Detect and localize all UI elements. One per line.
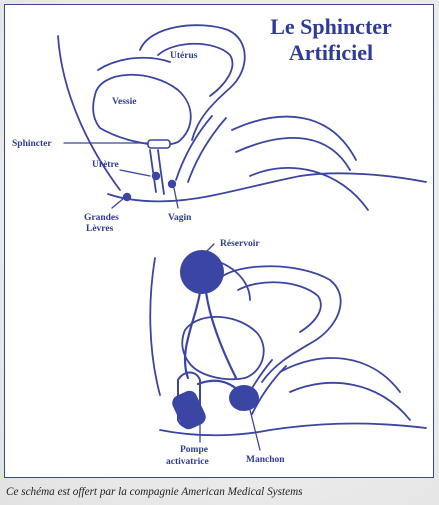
sphincter-cuff [148, 140, 170, 148]
label-sphincter: Sphincter [12, 139, 52, 149]
pump-body [170, 388, 209, 432]
leader-grandes [112, 198, 124, 208]
uterus-outline [140, 25, 245, 140]
reservoir-balloon [180, 250, 224, 294]
label-activatrice: activatrice [166, 457, 209, 467]
rectum-outline-2a [280, 358, 400, 392]
urethra-line [150, 150, 156, 192]
label-manchon: Manchon [246, 455, 285, 465]
label-uterus: Utérus [170, 51, 198, 61]
figure-caption: Ce schéma est offert par la compagnie Am… [6, 486, 436, 498]
label-levres: Lèvres [86, 224, 114, 234]
urethra-line-2 [158, 150, 164, 194]
leader-uretre [120, 170, 150, 176]
rectum-outline-2 [236, 138, 350, 170]
label-vagin: Vagin [168, 213, 192, 223]
leader-manchon [250, 410, 260, 450]
label-vessie: Vessie [112, 97, 136, 107]
tube-reservoir-pump [185, 292, 200, 378]
back-outline-2 [150, 258, 160, 395]
leader-vagin [174, 188, 178, 208]
abdomen-outline [98, 58, 170, 70]
vaginal-wall-2 [188, 118, 226, 182]
uterus-inner-2 [238, 282, 321, 332]
uretre-dot [152, 172, 160, 180]
label-grandes: Grandes [84, 213, 119, 223]
vaginal-wall-1 [176, 116, 212, 180]
label-reservoir: Réservoir [220, 239, 260, 249]
manchon-cuff [229, 385, 259, 411]
uterus-outline-2 [220, 266, 341, 382]
grandes-levres-dot [123, 193, 131, 201]
rectum-outline-2b [290, 383, 410, 420]
label-uretre: Urètre [92, 160, 119, 170]
bladder-outline [93, 75, 191, 145]
vagin-dot [168, 180, 176, 188]
label-pompe: Pompe [180, 445, 208, 455]
tube-reservoir-cuff [206, 292, 236, 378]
